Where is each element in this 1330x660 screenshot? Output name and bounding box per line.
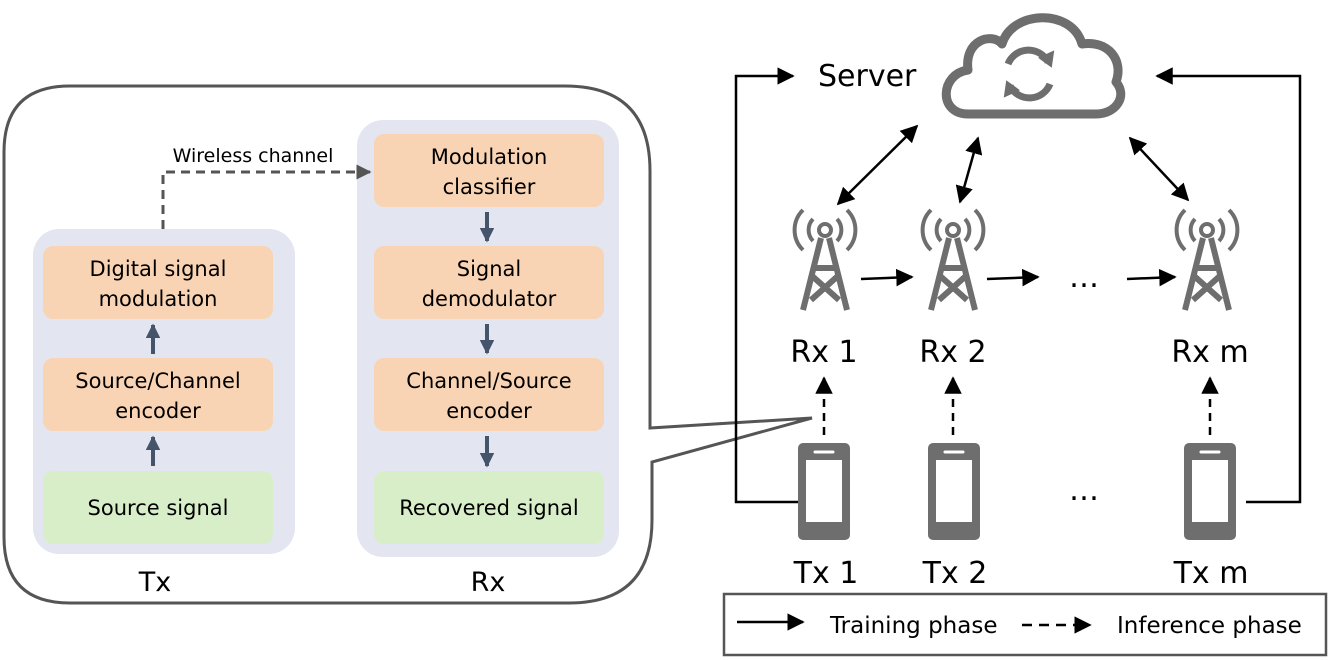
modulation-classifier-line2: classifier [443, 175, 536, 199]
training-loop-left [734, 67, 798, 504]
digital-signal-modulation-line1: Digital signal [90, 257, 227, 281]
recovered-signal-label: Recovered signal [399, 496, 579, 520]
source-channel-encoder-line2: encoder [115, 399, 201, 423]
phone-icon [798, 443, 850, 540]
wireless-channel-connector [161, 164, 372, 229]
legend-training-label: Training phase [829, 613, 997, 639]
tx-ellipsis: … [1069, 473, 1099, 508]
signal-demodulator-block [374, 246, 604, 319]
rx-ellipsis: … [1069, 260, 1099, 295]
tx-2-label: Tx 2 [922, 556, 988, 591]
channel-source-encoder-block [374, 358, 604, 431]
signal-demodulator-line1: Signal [457, 257, 522, 281]
digital-signal-modulation-line2: modulation [99, 287, 218, 311]
sync-icon [1003, 46, 1055, 102]
wireless-channel-label: Wireless channel [173, 145, 334, 167]
rx-1-label: Rx 1 [790, 335, 857, 370]
legend-inference-label: Inference phase [1117, 613, 1302, 639]
phone-icon [1184, 443, 1236, 540]
source-signal-block [43, 471, 273, 544]
antenna-tower-icon [920, 208, 986, 311]
server-label: Server [818, 59, 917, 94]
channel-source-encoder-line1: Channel/Source [406, 369, 571, 393]
cloud-icon [941, 13, 1126, 119]
training-loop-right [1155, 67, 1302, 504]
source-channel-encoder-line1: Source/Channel [75, 369, 240, 393]
dots-to-rxm-arrow [1126, 268, 1177, 287]
server-rx1-link [836, 124, 919, 206]
rx1-to-rx2-arrow [860, 268, 914, 287]
rx-panel-label: Rx [471, 567, 506, 598]
phone-icon [928, 443, 980, 540]
recovered-signal-block [374, 471, 604, 544]
modulation-classifier-block [374, 134, 604, 207]
tx-m-label: Tx m [1173, 556, 1249, 591]
rx-2-label: Rx 2 [919, 335, 986, 370]
server-rx2-link [955, 136, 983, 204]
antenna-tower-icon [1174, 208, 1240, 311]
antenna-tower-icon [792, 208, 858, 311]
tx-panel-label: Tx [138, 567, 171, 598]
signal-demodulator-line2: demodulator [422, 287, 557, 311]
source-channel-encoder-block [43, 358, 273, 431]
server-rxm-link [1128, 136, 1190, 202]
source-signal-label: Source signal [88, 496, 229, 520]
modulation-classifier-line1: Modulation [431, 145, 548, 169]
digital-signal-modulation-block [43, 246, 273, 319]
rx-m-label: Rx m [1171, 335, 1248, 370]
channel-source-encoder-line2: encoder [446, 399, 532, 423]
tx-1-label: Tx 1 [793, 556, 859, 591]
rx2-to-dots-arrow [986, 268, 1040, 287]
